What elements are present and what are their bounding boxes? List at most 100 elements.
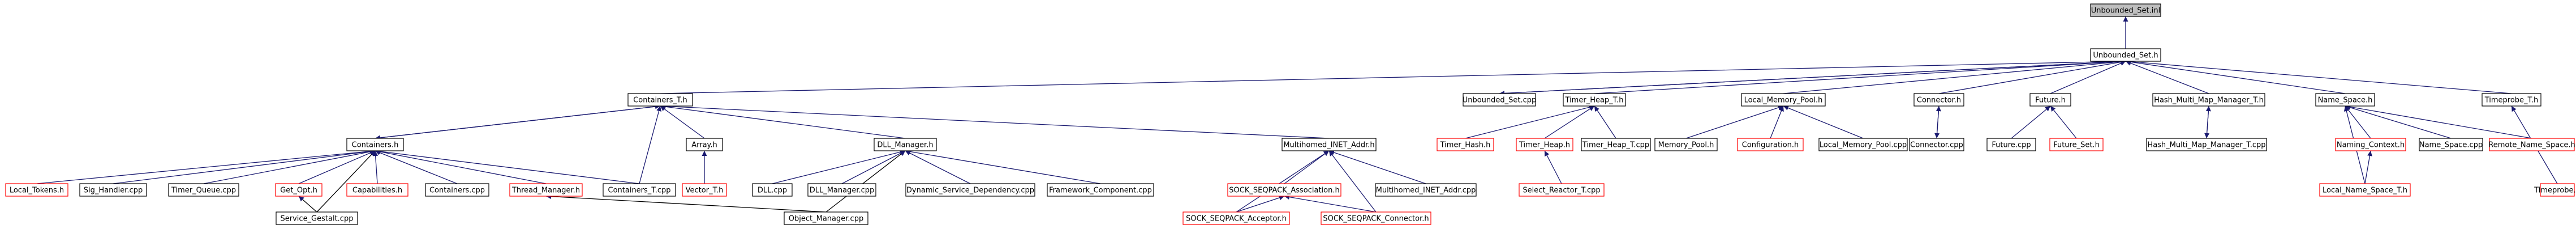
node-unbounded-set-cpp[interactable]: Unbounded_Set.cpp [1463, 93, 1537, 107]
node-array-h[interactable]: Array.h [686, 138, 723, 151]
node-label: Multihomed_INET_Addr.h [1283, 141, 1374, 150]
node-framework-component-cpp[interactable]: Framework_Component.cpp [1047, 183, 1154, 197]
node-sock-seqpack-connector-h[interactable]: SOCK_SEQPACK_Connector.h [1321, 211, 1431, 225]
node-label: DLL_Manager.cpp [810, 187, 875, 195]
node-unbounded-set-inl[interactable]: Unbounded_Set.inl [2090, 3, 2161, 17]
node-box [2335, 138, 2406, 151]
node-label: Timeprobe.h [2534, 187, 2576, 195]
node-name-space-cpp[interactable]: Name_Space.cpp [2419, 138, 2483, 151]
node-label: Multihomed_INET_Addr.cpp [1376, 187, 1476, 195]
node-unbounded-set-h[interactable]: Unbounded_Set.h [2090, 48, 2161, 62]
node-box [509, 183, 583, 197]
node-hash-multi-map-manager-t-h[interactable]: Hash_Multi_Map_Manager_T.h [2152, 93, 2265, 107]
node-timeprobe-h[interactable]: Timeprobe.h [2534, 183, 2576, 197]
node-naming-context-h[interactable]: Naming_Context.h [2335, 138, 2406, 151]
node-box [627, 93, 693, 107]
edge-sock-seqpack-connector-h-to-multihomed-inet-addr-h [1328, 150, 1377, 213]
edge-name-space-cpp-to-name-space-h [2345, 105, 2452, 139]
node-box [1563, 93, 1626, 107]
node-select-reactor-t-cpp[interactable]: Select_Reactor_T.cpp [1519, 183, 1605, 197]
node-box [1909, 138, 1964, 151]
node-box [874, 138, 937, 151]
node-box [5, 183, 68, 197]
node-sock-seqpack-association-h[interactable]: SOCK_SEQPACK_Association.h [1227, 183, 1341, 197]
node-timer-hash-h[interactable]: Timer_Hash.h [1437, 138, 1494, 151]
node-box [2540, 183, 2575, 197]
node-multihomed-inet-addr-h[interactable]: Multihomed_INET_Addr.h [1281, 138, 1377, 151]
node-dynamic-service-dependency-cpp[interactable]: Dynamic_Service_Dependency.cpp [905, 183, 1035, 197]
node-local-memory-pool-h[interactable]: Local_Memory_Pool.h [1741, 93, 1826, 107]
node-name-space-h[interactable]: Name_Space.h [2315, 93, 2375, 107]
node-future-cpp[interactable]: Future.cpp [1986, 138, 2036, 151]
node-label: Local_Memory_Pool.h [1744, 96, 1823, 105]
edge-future-set-h-to-future-h [2050, 105, 2077, 139]
edge-timer-heap-t-cpp-to-timer-heap-t-h [1594, 105, 1616, 139]
node-dll-cpp[interactable]: DLL.cpp [752, 183, 793, 197]
node-box [2315, 93, 2375, 107]
node-label: Timer_Heap_T.cpp [1582, 141, 1649, 150]
node-dll-manager-cpp[interactable]: DLL_Manager.cpp [807, 183, 876, 197]
node-vector-t-h[interactable]: Vector_T.h [682, 183, 727, 197]
node-configuration-h[interactable]: Configuration.h [1737, 138, 1804, 151]
node-label: Vector_T.h [686, 187, 724, 195]
edge-containers-cpp-to-containers-h [375, 150, 458, 184]
node-box [1581, 138, 1651, 151]
node-connector-cpp[interactable]: Connector.cpp [1909, 138, 1964, 151]
node-label: Future.h [2035, 96, 2066, 105]
node-get-opt-h[interactable]: Get_Opt.h [275, 183, 322, 197]
node-remote-name-space-h[interactable]: Remote_Name_Space.h [2488, 138, 2575, 151]
node-box [346, 138, 404, 151]
node-box [1437, 138, 1494, 151]
node-service-gestalt-cpp[interactable]: Service_Gestalt.cpp [276, 211, 358, 225]
edge-local-memory-pool-cpp-to-local-memory-pool-h [1783, 105, 1864, 139]
node-capabilities-h[interactable]: Capabilities.h [346, 183, 408, 197]
node-label: Name_Space.h [2318, 96, 2373, 105]
node-label: Local_Memory_Pool.cpp [1820, 141, 1907, 150]
node-local-memory-pool-cpp[interactable]: Local_Memory_Pool.cpp [1818, 138, 1908, 151]
node-containers-cpp[interactable]: Containers.cpp [425, 183, 489, 197]
node-box [275, 183, 322, 197]
node-box [1519, 183, 1605, 197]
node-containers-t-cpp[interactable]: Containers_T.cpp [603, 183, 676, 197]
edge-hash-multi-map-manager-t-h-to-hash-multi-map-manager-t-cpp [2204, 105, 2210, 139]
node-containers-t-h[interactable]: Containers_T.h [627, 93, 693, 107]
edge-timer-heap-t-h-to-unbounded-set-h [1594, 59, 2126, 94]
node-box [807, 183, 876, 197]
node-dll-manager-h[interactable]: DLL_Manager.h [874, 138, 937, 151]
node-thread-manager-h[interactable]: Thread_Manager.h [509, 183, 583, 197]
node-sig-handler-cpp[interactable]: Sig_Handler.cpp [79, 183, 147, 197]
node-multihomed-inet-addr-cpp[interactable]: Multihomed_INET_Addr.cpp [1375, 183, 1477, 197]
node-connector-h[interactable]: Connector.h [1913, 93, 1964, 107]
node-box [276, 211, 358, 225]
node-box [1047, 183, 1154, 197]
node-containers-h[interactable]: Containers.h [346, 138, 404, 151]
edge-local-memory-pool-h-to-unbounded-set-h [1783, 59, 2126, 94]
node-label: Timer_Heap.h [1519, 141, 1570, 150]
edge-containers-t-h-to-containers-h [375, 105, 661, 141]
node-box [603, 183, 676, 197]
node-timer-queue-cpp[interactable]: Timer_Queue.cpp [168, 183, 239, 197]
node-future-h[interactable]: Future.h [2029, 93, 2071, 107]
node-box [1737, 138, 1804, 151]
node-hash-multi-map-manager-t-cpp[interactable]: Hash_Multi_Map_Manager_T.cpp [2146, 138, 2267, 151]
edge-sock-seqpack-acceptor-h-to-sock-seqpack-association-h [1236, 195, 1285, 213]
node-sock-seqpack-acceptor-h[interactable]: SOCK_SEQPACK_Acceptor.h [1182, 211, 1290, 225]
node-timer-heap-t-cpp[interactable]: Timer_Heap_T.cpp [1581, 138, 1651, 151]
node-label: Hash_Multi_Map_Manager_T.cpp [2147, 141, 2265, 150]
node-label: Configuration.h [1742, 141, 1799, 150]
node-timeprobe-t-h[interactable]: Timeprobe_T.h [2482, 93, 2541, 107]
node-timer-heap-h[interactable]: Timer_Heap.h [1516, 138, 1573, 151]
node-box [905, 183, 1035, 197]
node-box [1654, 138, 1718, 151]
node-local-tokens-h[interactable]: Local_Tokens.h [5, 183, 68, 197]
node-memory-pool-h[interactable]: Memory_Pool.h [1654, 138, 1718, 151]
edge-object-manager-cpp-to-dll-manager-h [825, 150, 906, 213]
node-local-name-space-t-h[interactable]: Local_Name_Space_T.h [2319, 183, 2411, 197]
node-object-manager-cpp[interactable]: Object_Manager.cpp [784, 211, 868, 225]
edge-dll-manager-h-to-containers-t-h [660, 104, 906, 139]
node-label: Framework_Component.cpp [1049, 187, 1152, 195]
node-box [2152, 93, 2265, 107]
node-timer-heap-t-h[interactable]: Timer_Heap_T.h [1563, 93, 1626, 107]
node-future-set-h[interactable]: Future_Set.h [2049, 138, 2104, 151]
edge-layer [36, 16, 2558, 213]
